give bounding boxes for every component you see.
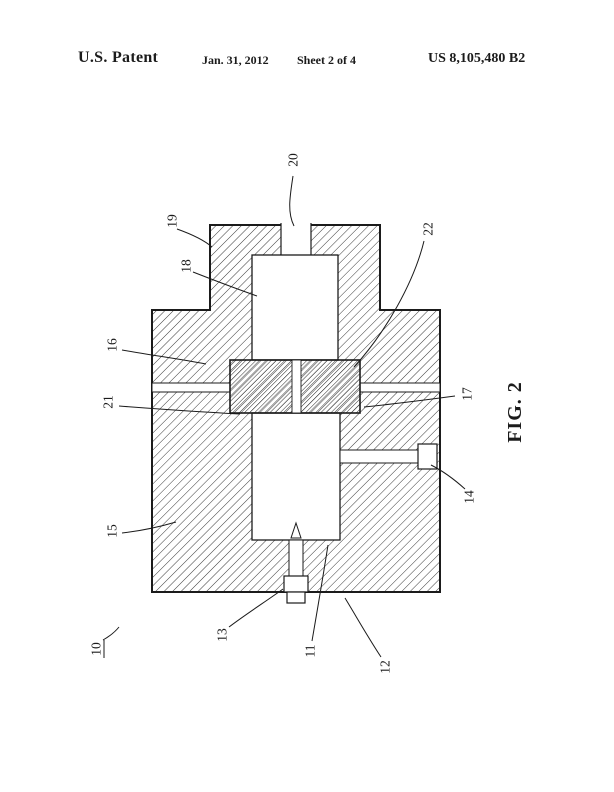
needle-tip [290,521,302,539]
top-port [281,223,311,257]
lead-10 [102,626,120,641]
lead-20 [289,175,295,227]
inlet-fitting [283,575,309,593]
lead-15 [121,521,177,534]
ref-21: 21 [101,395,116,409]
inlet-protrusion [286,591,306,604]
patent-header-title: U.S. Patent [78,49,159,66]
ref-16: 16 [105,338,120,352]
valve-slit [291,359,302,414]
parting-seam-right [359,382,441,393]
lead-13 [228,588,284,628]
lead-14 [430,464,466,490]
ref-20: 20 [286,153,301,167]
outlet-channel [339,449,419,464]
figure-label: FIG. 2 [504,381,526,443]
ref-19: 19 [165,214,180,228]
lower-cavity [251,412,341,541]
lead-11 [311,544,329,642]
outlet-fitting [417,443,438,470]
lead-21 [118,405,241,415]
ref-11: 11 [303,645,318,658]
lead-17 [363,395,456,408]
ref-13: 13 [215,628,230,642]
lead-12 [344,597,382,658]
upper-cavity [251,254,339,361]
lead-22 [353,240,425,368]
ref-17: 17 [460,387,475,401]
patent-number: US 8,105,480 B2 [428,51,526,66]
inlet-stem [288,539,304,579]
ref-15: 15 [105,524,120,538]
patent-date: Jan. 31, 2012 [202,53,269,67]
lead-19 [176,228,213,248]
ref-10: 10 [89,642,104,656]
lead-16 [121,349,207,365]
ref-18: 18 [179,259,194,273]
lead-lines [102,175,466,658]
ref-12: 12 [378,660,393,674]
parting-seam-left [151,382,231,393]
sheet-number: Sheet 2 of 4 [297,53,356,67]
lead-18 [192,271,258,297]
ref-22: 22 [421,222,436,236]
ref-14: 14 [462,490,477,504]
